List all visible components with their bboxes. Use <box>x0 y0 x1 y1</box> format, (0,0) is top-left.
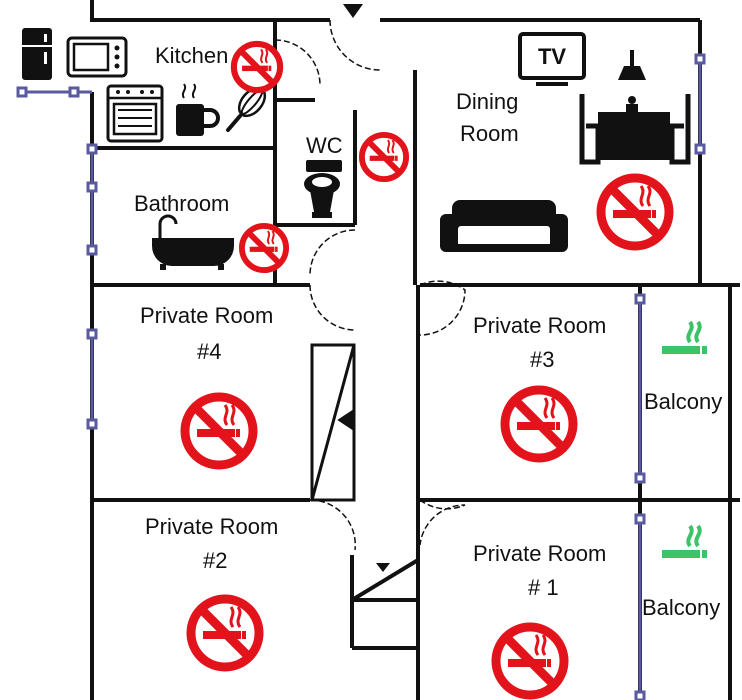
no-smoking-icon <box>505 390 573 458</box>
private-room-1-label-line1: Private Room <box>473 541 607 566</box>
sofa-icon <box>440 200 568 252</box>
stove-icon <box>106 84 164 143</box>
microwave-icon <box>66 36 128 78</box>
dining-table-icon <box>579 94 691 165</box>
smoking-allowed-icon <box>660 320 709 356</box>
private-room-4-label-line1: Private Room <box>140 303 274 328</box>
stairs-arrow <box>376 563 390 572</box>
entrance-arrow <box>343 4 363 18</box>
smoking-allowed-icon <box>660 524 709 560</box>
private-room-1-label-line2: # 1 <box>528 575 559 600</box>
no-smoking-icon <box>496 627 564 695</box>
tv-label: TV <box>538 44 566 69</box>
no-smoking-icon <box>601 178 669 246</box>
private-room-2-label-line2: #2 <box>203 548 228 573</box>
no-smoking-icon <box>234 44 280 90</box>
bathtub-icon <box>152 214 234 270</box>
no-smoking-icon <box>362 135 406 179</box>
private-room-2-label-line1: Private Room <box>145 514 279 539</box>
no-smoking-icon <box>185 397 253 465</box>
no-smoking-icon <box>242 226 286 270</box>
balcony-top-label: Balcony <box>644 389 723 414</box>
kitchen-label: Kitchen <box>155 43 229 68</box>
bathroom-label: Bathroom <box>134 191 230 216</box>
private-room-3-label-line1: Private Room <box>473 313 607 338</box>
toilet-icon <box>304 160 342 218</box>
fridge-icon <box>22 28 52 80</box>
private-room-4-label-line2: #4 <box>197 339 222 364</box>
wc-label: WC <box>306 133 343 158</box>
dining-room-label-line1: Dining <box>456 89 519 114</box>
balcony-bottom-label: Balcony <box>642 595 721 620</box>
no-smoking-icon <box>191 599 259 667</box>
windows <box>16 53 706 700</box>
coffee-mug-icon <box>176 83 220 136</box>
tv-icon: TV <box>518 32 586 86</box>
doors <box>274 19 466 551</box>
dining-room-label-line2: Room <box>460 121 519 146</box>
pendant-lamp-icon <box>618 50 646 80</box>
closet <box>310 343 356 502</box>
private-room-3-label-line2: #3 <box>530 347 555 372</box>
